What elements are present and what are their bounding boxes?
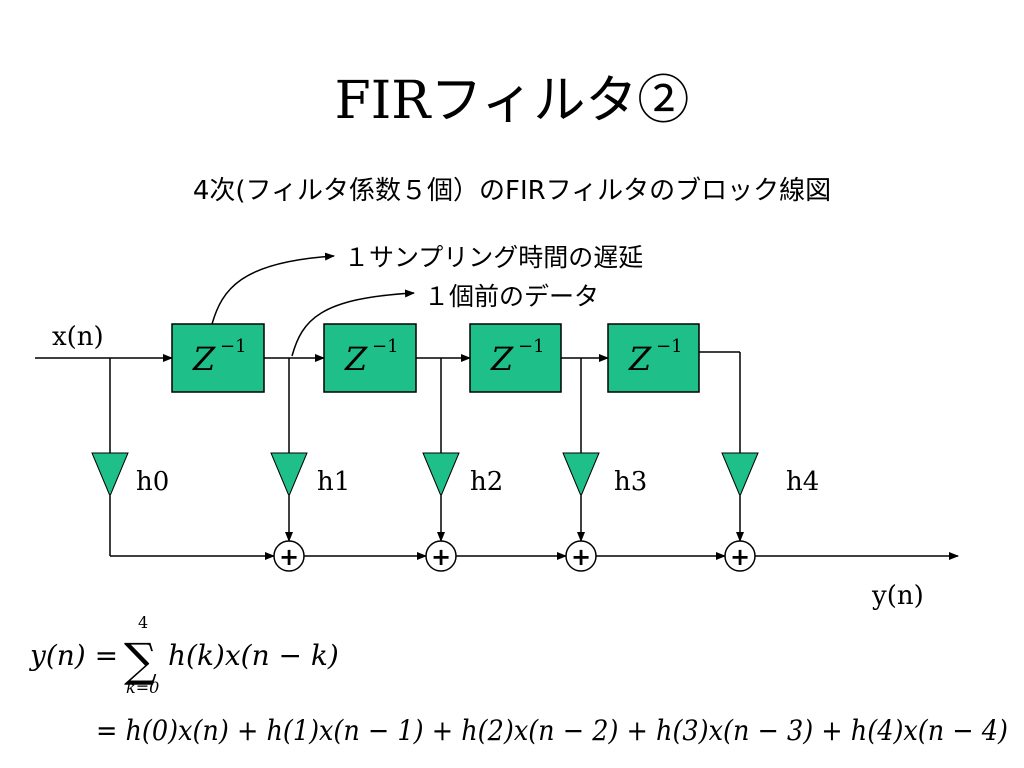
coefficient-label-4: h4 — [786, 467, 819, 497]
adder-3: + — [565, 540, 597, 572]
equation-line-1: y(n) = 4 ∑ k=0 h(k)x(n − k) — [28, 613, 339, 697]
slide-title: FIRフィルタ② — [334, 71, 690, 131]
delay-note-arrow — [211, 252, 335, 325]
adder-3-symbol: + — [571, 543, 591, 571]
delay-block-2-label: Z — [344, 340, 368, 378]
gain-triangle-2 — [422, 452, 460, 498]
delay-block-2-exponent: −1 — [372, 336, 399, 357]
delay-block-3-exponent: −1 — [518, 336, 545, 357]
adder-1: + — [273, 540, 305, 572]
delay-block-1-label: Z — [192, 340, 216, 378]
equation-lhs: y(n) = — [28, 639, 118, 672]
adder-2: + — [425, 540, 457, 572]
delay-block-4-label: Z — [628, 340, 652, 378]
gain-triangle-0 — [91, 452, 129, 498]
coefficient-label-0: h0 — [136, 467, 169, 497]
adder-1-symbol: + — [279, 543, 299, 571]
coefficient-label-2: h2 — [470, 467, 503, 497]
delay-block-4: Z −1 — [607, 323, 700, 393]
delay-block-3: Z −1 — [469, 323, 562, 393]
sigma-symbol: ∑ — [124, 633, 157, 687]
output-label: y(n) — [871, 581, 924, 611]
slide-subtitle: 4次(フィルタ係数５個）のFIRフィルタのブロック線図 — [192, 176, 832, 206]
input-label: x(n) — [52, 322, 104, 352]
equation-rhs: h(k)x(n − k) — [168, 639, 339, 672]
previous-data-note: １個前のデータ — [424, 282, 599, 311]
adder-4: + — [724, 540, 756, 572]
adder-4-symbol: + — [730, 543, 750, 571]
previous-data-note-arrow — [291, 289, 415, 357]
delay-note: １サンプリング時間の遅延 — [344, 243, 643, 272]
delay-block-3-label: Z — [490, 340, 514, 378]
delay-block-1-exponent: −1 — [220, 336, 247, 357]
gain-triangle-4 — [721, 452, 759, 498]
delay-block-2: Z −1 — [323, 323, 417, 393]
coefficient-label-3: h3 — [614, 467, 647, 497]
delay-block-4-exponent: −1 — [656, 336, 683, 357]
sum-lower-limit: k=0 — [126, 678, 159, 697]
coefficient-label-1: h1 — [317, 467, 350, 497]
gain-triangle-3 — [562, 452, 600, 498]
delay-block-1: Z −1 — [171, 323, 265, 393]
equation-line-2: = h(0)x(n) + h(1)x(n − 1) + h(2)x(n − 2)… — [96, 714, 1008, 747]
sum-upper-limit: 4 — [138, 613, 148, 632]
gain-triangle-1 — [270, 452, 308, 498]
adder-2-symbol: + — [431, 543, 451, 571]
